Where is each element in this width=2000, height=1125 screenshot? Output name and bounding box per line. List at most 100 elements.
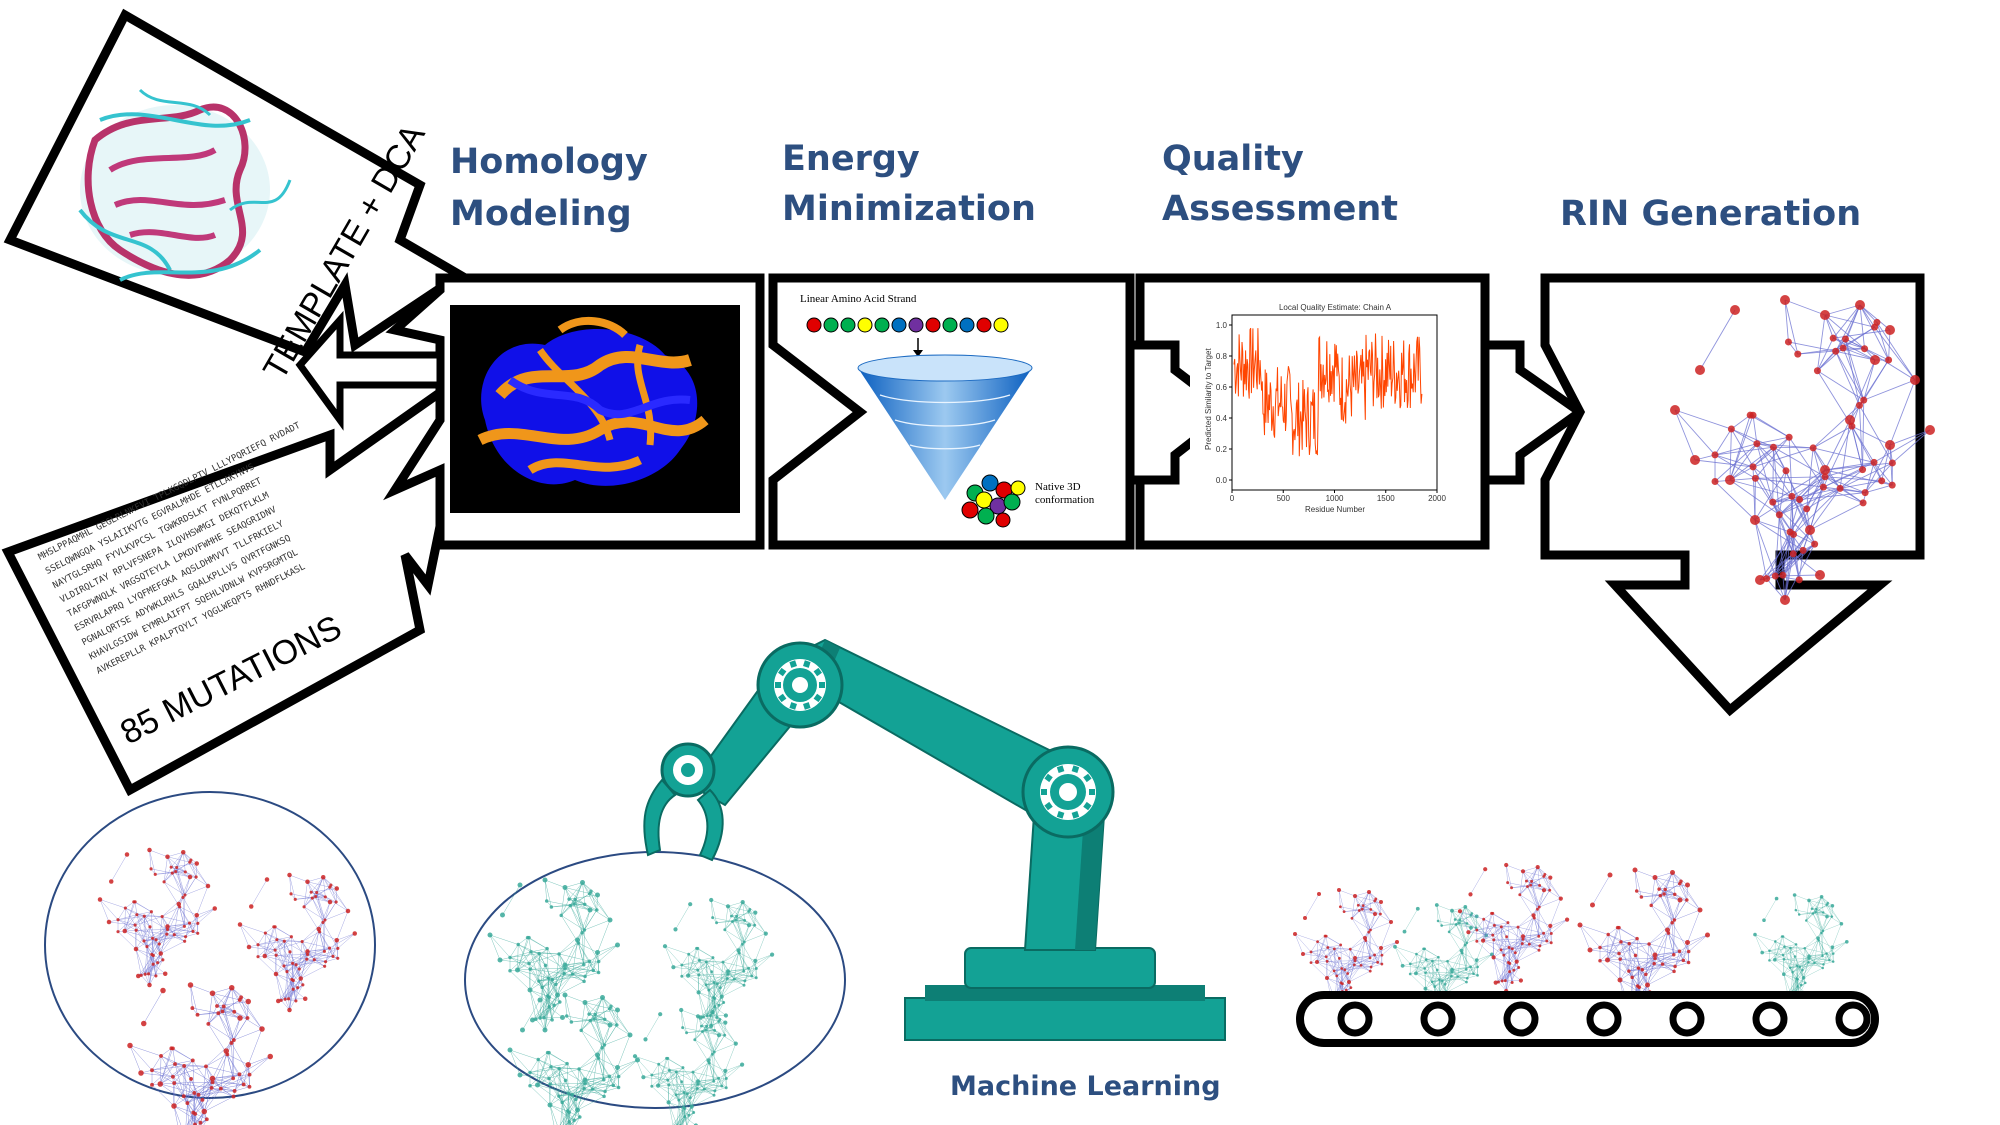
- rin-node: [712, 980, 716, 984]
- x-tick-label: 1500: [1377, 494, 1395, 503]
- rin-node: [1415, 952, 1418, 956]
- rin-node: [736, 948, 741, 953]
- rin-node: [1830, 915, 1834, 918]
- rin-node: [548, 1082, 552, 1086]
- rin-node: [1885, 325, 1895, 335]
- rin-node: [1799, 546, 1807, 554]
- rin-node: [680, 974, 684, 978]
- rin-node: [245, 1016, 250, 1020]
- rin-node: [1343, 968, 1347, 972]
- rin-node: [770, 952, 775, 957]
- rin-node: [309, 890, 313, 894]
- rin-node: [683, 1115, 687, 1119]
- rin-node: [123, 906, 127, 910]
- rin-node: [1813, 961, 1816, 965]
- rin-node: [500, 912, 505, 918]
- rin-node: [225, 1052, 230, 1057]
- rin-node: [1469, 925, 1473, 930]
- rin-node: [1577, 922, 1583, 928]
- rin-node: [528, 967, 532, 971]
- rin-node: [181, 1094, 186, 1099]
- rin-node: [1805, 919, 1808, 922]
- rin-node: [160, 914, 164, 919]
- rin-node: [517, 1072, 523, 1078]
- rin-node: [1339, 981, 1343, 985]
- rin-node: [704, 983, 708, 987]
- rin-node: [169, 865, 173, 869]
- amino-acid-bead: [942, 317, 958, 333]
- amino-acid-bead: [806, 317, 822, 333]
- rin-node: [1457, 909, 1463, 914]
- rin-node: [256, 943, 260, 947]
- rin-node: [305, 949, 310, 954]
- rin-node: [742, 983, 746, 987]
- rin-node: [1335, 974, 1339, 978]
- rin-node: [329, 883, 333, 887]
- robot-arm: [643, 638, 1226, 1041]
- rin-node: [1780, 595, 1790, 605]
- conveyor-belt: [1296, 991, 1879, 1047]
- rin-node: [563, 1078, 568, 1083]
- rin-node: [256, 955, 260, 959]
- rin-node: [710, 1010, 715, 1015]
- rin-node: [1518, 978, 1523, 983]
- rin-node: [1755, 575, 1765, 585]
- rin-node: [587, 1012, 591, 1016]
- rin-node: [1510, 886, 1514, 890]
- rin-node: [720, 1084, 724, 1088]
- rin-node: [666, 1078, 670, 1082]
- rin-node: [1315, 960, 1319, 964]
- rin-node: [725, 969, 731, 974]
- rin-node: [707, 988, 711, 992]
- rin-node: [572, 902, 576, 906]
- rin-node: [1662, 892, 1666, 896]
- rin-node: [543, 963, 548, 968]
- rin-node: [712, 1050, 716, 1054]
- rin-node: [1450, 970, 1454, 974]
- rin-node: [1303, 916, 1307, 920]
- rin-node: [570, 972, 575, 976]
- rin-node: [290, 977, 294, 981]
- rin-node: [681, 1066, 685, 1070]
- rin-node: [176, 901, 181, 907]
- rin-node: [1537, 934, 1541, 938]
- rin-node: [1832, 952, 1835, 955]
- rin-node: [294, 999, 298, 1003]
- rin-node: [218, 1086, 223, 1091]
- rin-node: [718, 986, 722, 990]
- rin-node: [609, 1004, 613, 1008]
- rin-node: [237, 1015, 243, 1021]
- rin-node: [345, 908, 351, 914]
- rin-node: [162, 880, 166, 884]
- rin-node: [1775, 511, 1783, 519]
- rin-node: [1821, 929, 1825, 933]
- rin-node: [334, 900, 338, 904]
- rin-node: [154, 974, 158, 978]
- rin-node: [106, 919, 112, 925]
- rin-node: [1348, 947, 1352, 951]
- rin-node: [723, 1020, 728, 1025]
- rin-node: [1617, 977, 1623, 983]
- conveyor-wheel: [1420, 1001, 1456, 1037]
- rin-node: [528, 1084, 532, 1088]
- rin-node: [1780, 295, 1790, 305]
- rin-node: [583, 1081, 587, 1086]
- rin-network-teal-2: [662, 897, 775, 1029]
- rin-node: [1670, 405, 1680, 415]
- rin-node: [1558, 896, 1563, 901]
- rin-node: [1795, 977, 1798, 980]
- rin-node: [1352, 963, 1356, 967]
- rin-node: [1617, 951, 1621, 956]
- quality-plot-ylabel: Predicted Similarity to Target: [1204, 348, 1213, 450]
- rin-node: [1784, 338, 1792, 346]
- rin-node: [704, 1028, 708, 1032]
- rin-node: [1465, 980, 1468, 984]
- rin-node: [709, 897, 714, 903]
- rin-node: [562, 971, 566, 976]
- rin-node: [173, 1062, 177, 1066]
- rin-node: [1705, 932, 1710, 938]
- rin-node: [297, 967, 301, 971]
- rin-node: [735, 914, 739, 918]
- rin-node: [1841, 335, 1849, 343]
